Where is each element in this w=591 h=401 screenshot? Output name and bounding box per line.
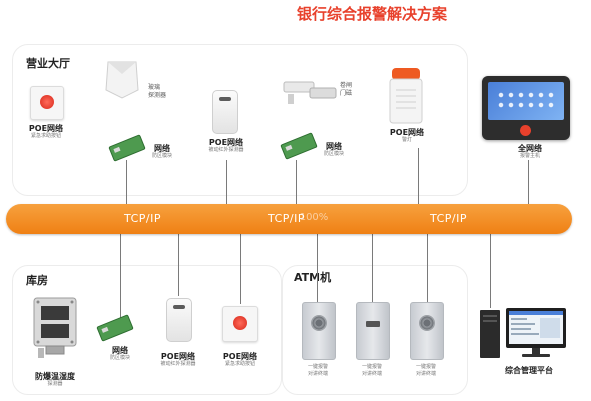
device-sub: 报警主机 xyxy=(519,153,540,159)
connector-line xyxy=(226,160,227,204)
connector-line xyxy=(178,234,179,296)
device-label: 一键报警 xyxy=(307,364,328,370)
device-label: 一键报警 xyxy=(361,364,382,370)
red-button-icon xyxy=(233,316,247,330)
device-name: 网络 xyxy=(154,144,170,153)
device-label: 对讲终端 xyxy=(415,371,436,377)
device-name: POE网络 xyxy=(222,352,258,361)
emergency-button-device xyxy=(222,306,258,342)
device-name: POE网络 xyxy=(389,128,425,137)
glass-detector-label-2: 探测器 xyxy=(148,92,167,99)
bus-label: TCP/IP xyxy=(430,212,467,225)
screen-app-grid xyxy=(496,90,556,112)
connector-line xyxy=(528,160,529,204)
atm-zone-label: ATM机 xyxy=(294,271,332,284)
device-name: POE网络 xyxy=(160,352,196,361)
device-sub: 被动红外探测器 xyxy=(208,147,244,153)
connector-line xyxy=(317,234,318,302)
device-label: 一键报警 xyxy=(415,364,436,370)
alarm-host-screen xyxy=(488,82,564,120)
glass-detector-icon xyxy=(105,61,139,99)
device-sub: 防区模块 xyxy=(109,355,130,361)
management-platform-icon xyxy=(480,308,566,358)
connector-line xyxy=(372,234,373,302)
device-sub: 紧急求助按钮 xyxy=(224,361,255,367)
red-button-icon xyxy=(40,95,54,109)
connector-line xyxy=(427,234,428,302)
device-name: 网络 xyxy=(326,142,342,151)
pir-window xyxy=(219,97,231,101)
connector-line xyxy=(120,234,121,320)
connector-line xyxy=(240,234,241,304)
door-magnet-label-2: 门磁 xyxy=(340,90,353,97)
device-sub: 防区模块 xyxy=(323,151,344,157)
device-sub: 紧急求助按钮 xyxy=(30,133,61,139)
watermark: 100% xyxy=(299,212,329,223)
device-name: 全网络 xyxy=(518,144,542,153)
connector-line xyxy=(296,160,297,204)
bus-label: TCP/IP xyxy=(268,212,305,225)
pir-window xyxy=(173,305,185,309)
page-title: 银行综合报警解决方案 xyxy=(296,5,447,23)
atm-intercom-device xyxy=(410,302,444,360)
connector-line xyxy=(418,148,419,204)
alarm-host-button-icon xyxy=(520,125,531,136)
device-name: 防爆温湿度 xyxy=(35,372,75,381)
speaker-slot-icon xyxy=(366,321,380,327)
device-name: 网络 xyxy=(112,346,128,355)
device-sub: 防区模块 xyxy=(151,153,172,159)
atm-intercom-device xyxy=(356,302,390,360)
device-label: 对讲终端 xyxy=(307,371,328,377)
device-sub: 被动红外探测器 xyxy=(160,361,196,367)
door-magnet-icon xyxy=(283,81,337,104)
door-magnet-label-1: 卷闸 xyxy=(340,82,353,89)
alarm-host-device xyxy=(482,76,570,140)
device-sub: 探测器 xyxy=(47,381,63,387)
device-name: 综合管理平台 xyxy=(505,366,553,375)
emergency-button-device xyxy=(30,86,64,120)
hall-zone-label: 营业大厅 xyxy=(26,57,70,70)
connector-line xyxy=(490,234,491,308)
strobe-light-icon xyxy=(389,68,423,124)
speaker-grill-icon xyxy=(419,315,435,331)
device-label: 对讲终端 xyxy=(361,371,382,377)
connector-line xyxy=(126,160,127,204)
storage-zone-label: 库房 xyxy=(26,274,48,287)
device-name: POE网络 xyxy=(28,124,64,133)
device-name: POE网络 xyxy=(208,138,244,147)
pir-detector-icon xyxy=(212,90,238,134)
tcp-ip-bus: TCP/IP TCP/IP TCP/IP xyxy=(6,204,572,234)
atm-intercom-device xyxy=(302,302,336,360)
speaker-grill-icon xyxy=(311,315,327,331)
pir-detector-icon xyxy=(166,298,192,342)
device-sub: 警灯 xyxy=(401,137,412,143)
glass-detector-label-1: 玻璃 xyxy=(148,84,161,91)
bus-label: TCP/IP xyxy=(124,212,161,225)
explosion-proof-detector-icon xyxy=(33,297,77,358)
